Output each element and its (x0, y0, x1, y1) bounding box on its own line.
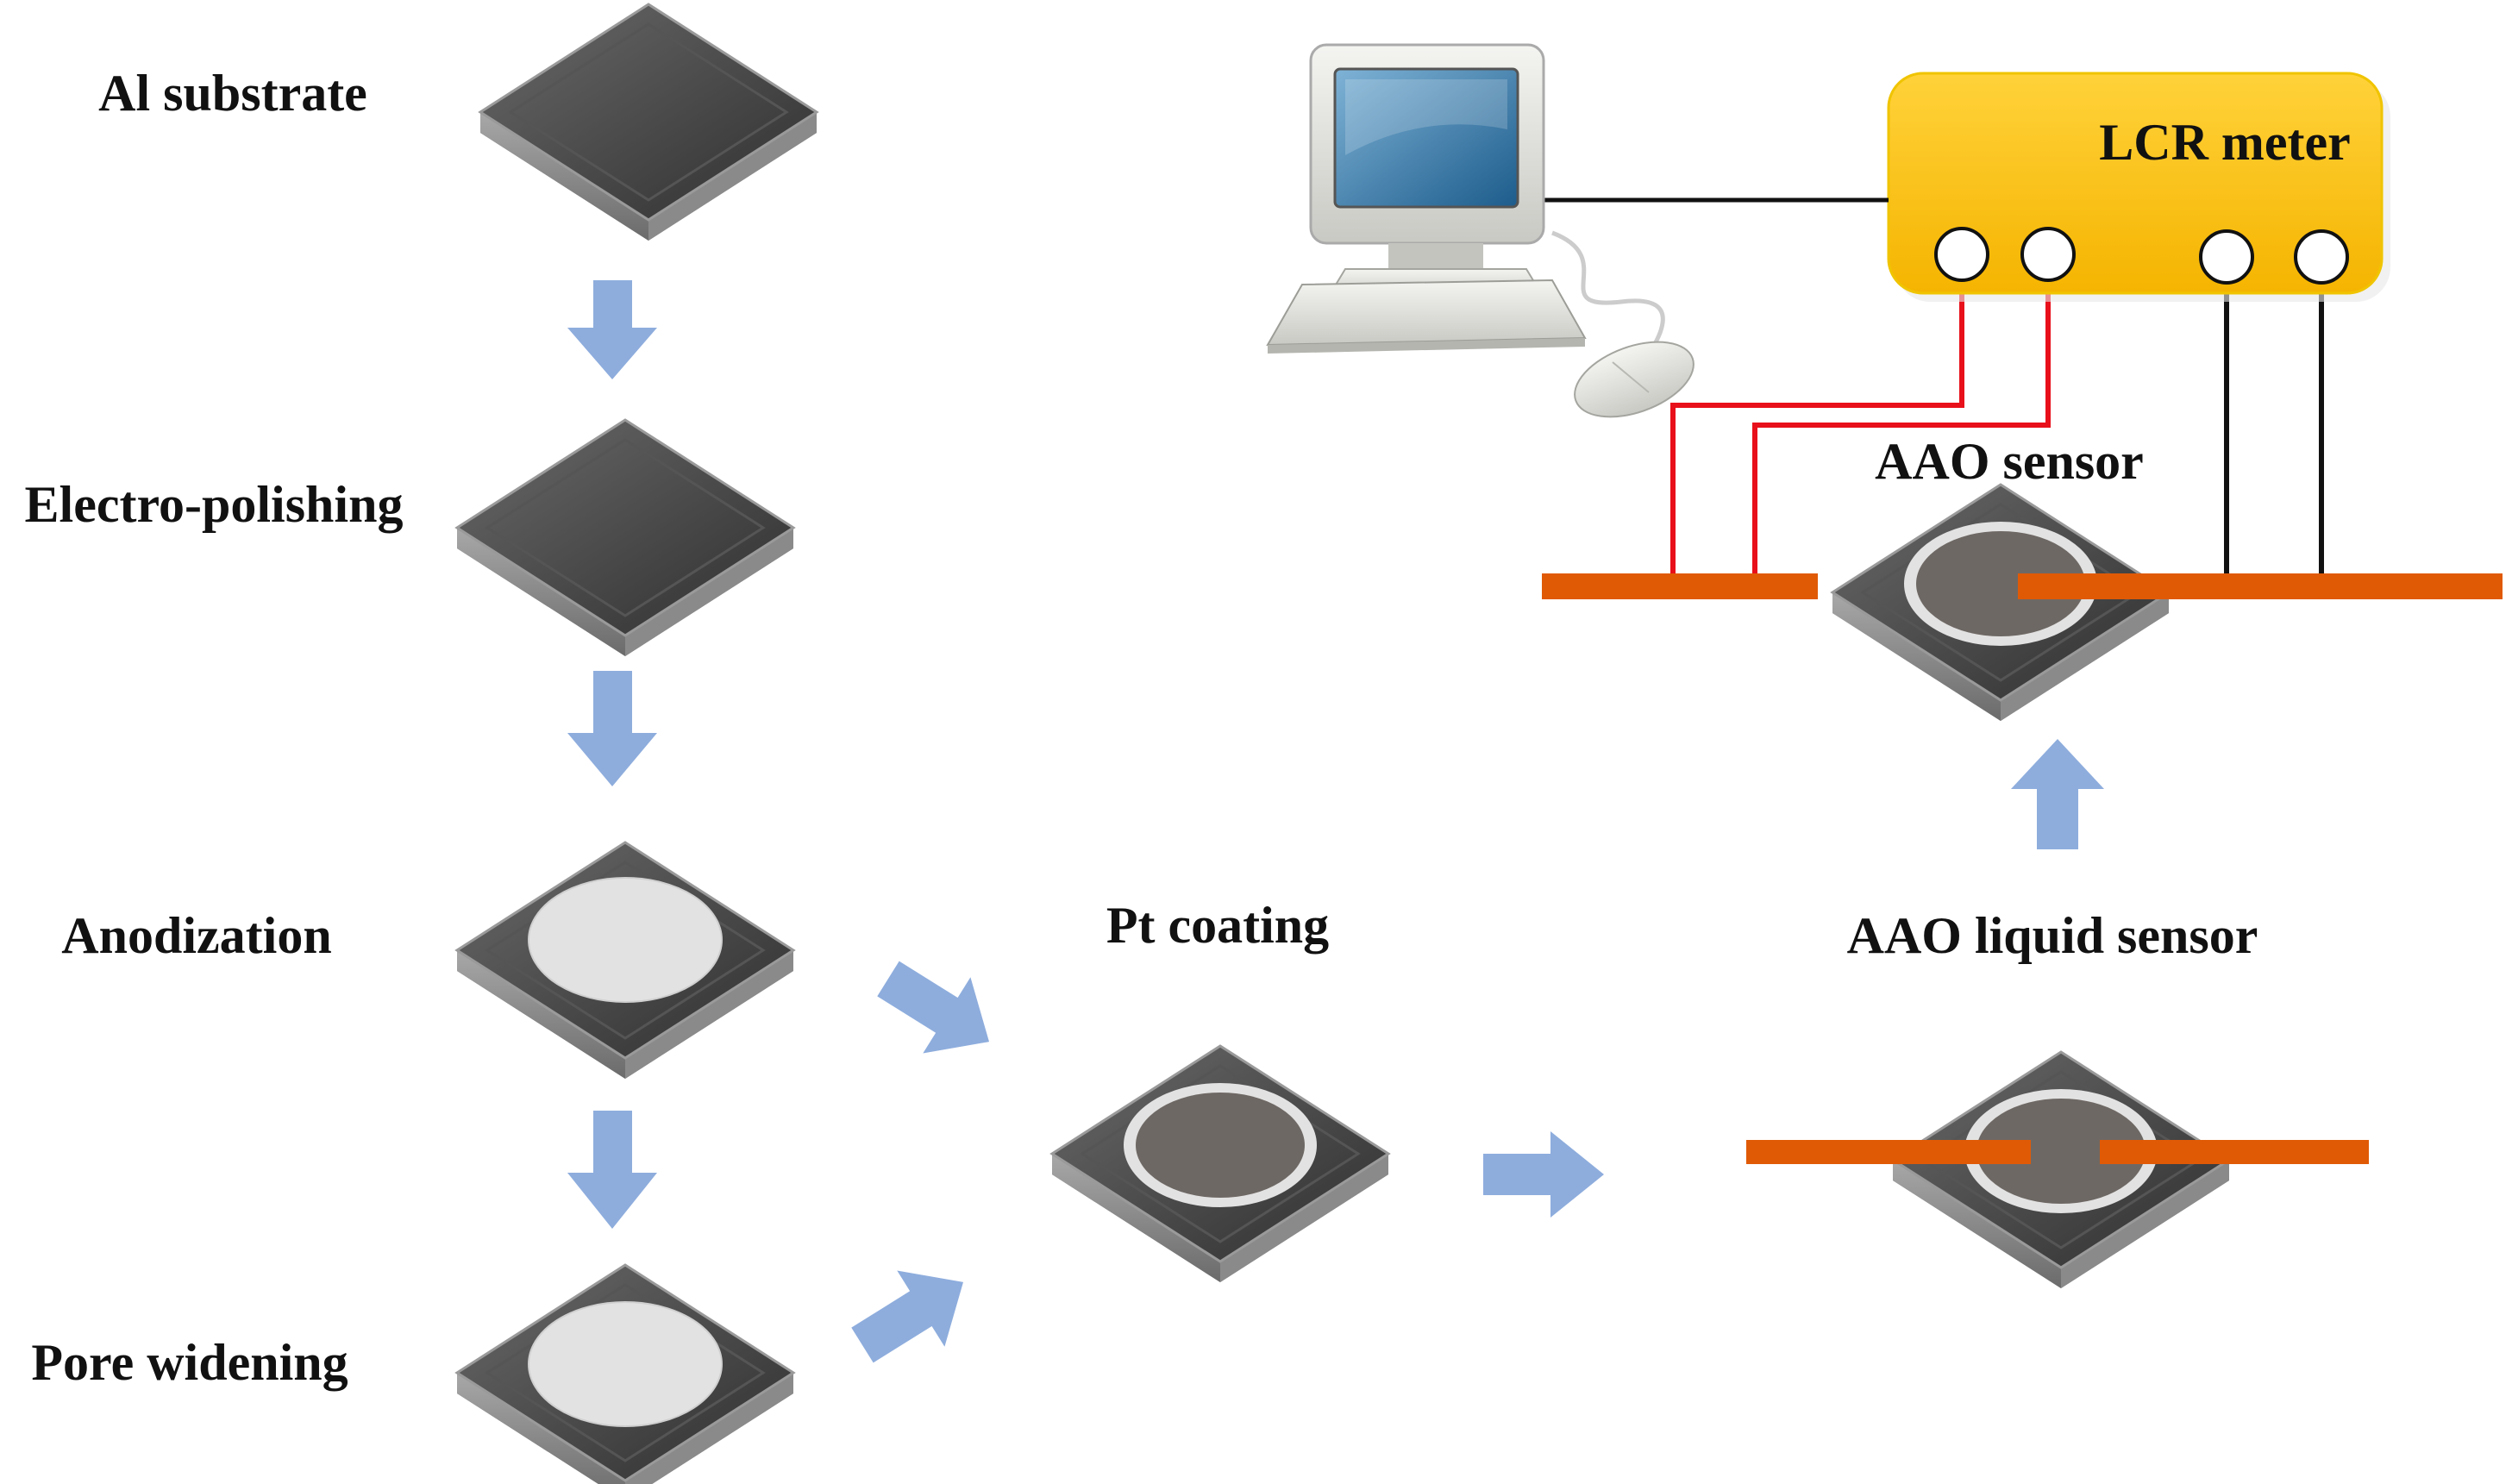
label-electro-polishing: Electro-polishing (25, 476, 404, 533)
anodized-tile (455, 841, 795, 1080)
computer-monitor-icon (1309, 43, 1545, 298)
label-anodization: Anodization (61, 907, 331, 964)
lcr-meter: LCR meter (1887, 72, 2390, 302)
electro-polished-tile (455, 418, 795, 658)
aao-liquid-sensor-tile (1746, 1050, 2369, 1290)
terminal-3 (2199, 229, 2254, 285)
mouse-icon (1574, 341, 1695, 418)
arrow-up (2011, 739, 2104, 849)
pt-coated-tile (1050, 1044, 1390, 1284)
terminal-2 (2020, 227, 2076, 282)
keyboard-icon (1266, 279, 1587, 354)
label-al-substrate: Al substrate (98, 65, 367, 122)
electrode-right (2100, 1140, 2369, 1164)
arrow-down-3 (567, 1111, 657, 1229)
arrow-diagonal-up (851, 1270, 964, 1363)
arrow-right (1483, 1131, 1604, 1218)
aao-sensor-tile (1542, 483, 2503, 723)
electrode-right (2018, 573, 2503, 599)
arrow-diagonal-down (877, 961, 990, 1054)
label-aao-liquid-sensor: AAO liquid sensor (1847, 907, 2258, 964)
label-pore-widening: Pore widening (31, 1334, 348, 1391)
terminal-4 (2294, 229, 2349, 285)
label-pt-coating: Pt coating (1106, 897, 1329, 954)
arrow-down-2 (567, 671, 657, 786)
label-aao-sensor: AAO sensor (1875, 433, 2144, 490)
al-substrate-tile (479, 3, 818, 242)
label-lcr-meter: LCR meter (2099, 114, 2351, 171)
electrode-left (1746, 1140, 2031, 1164)
electrode-left (1542, 573, 1818, 599)
pore-widened-tile (455, 1263, 795, 1484)
wire-red-1 (1670, 259, 1964, 573)
mouse-cable (1551, 230, 1665, 364)
terminal-1 (1934, 227, 1989, 282)
arrow-down-1 (567, 280, 657, 379)
wire-red-2 (1752, 259, 2051, 573)
